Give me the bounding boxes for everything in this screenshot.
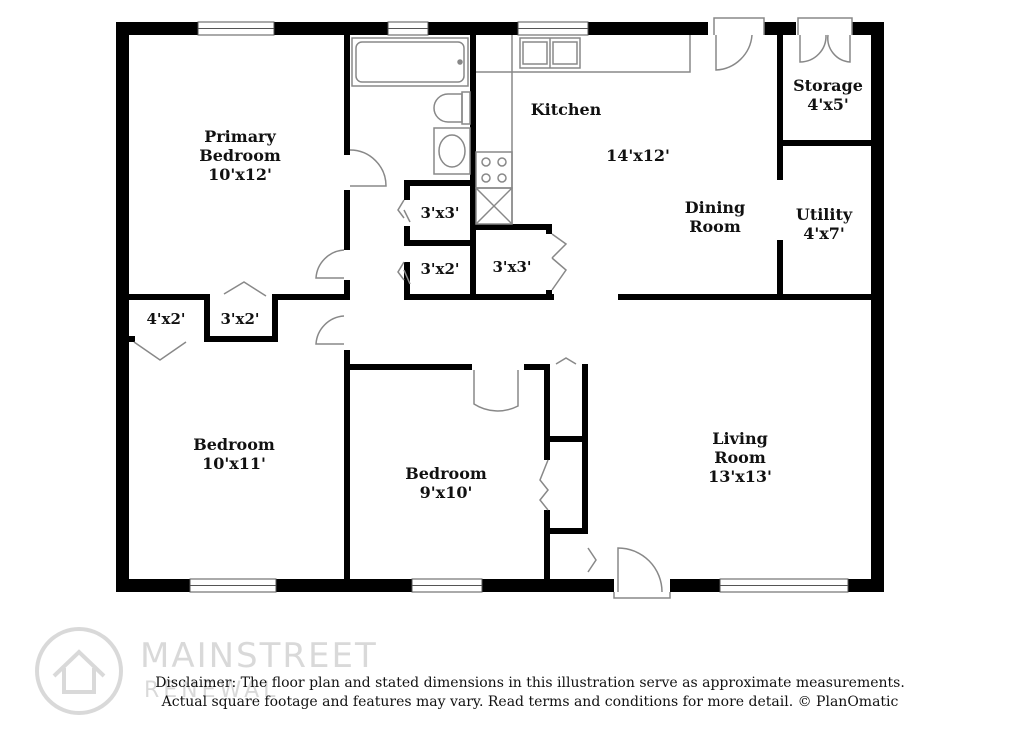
room-name-dining-2: Room [689,217,741,236]
door-bedroom-center [473,370,519,412]
room-name-bedroom-left: Bedroom [193,435,275,454]
fridge-icon [475,187,513,225]
closet-size-bedroom-a: 4'x2' [146,310,185,328]
disclaimer: Disclaimer: The floor plan and stated di… [150,674,910,712]
closet-doors-hall-upper [397,199,411,223]
watermark-sub: RENEWAL [144,678,280,703]
closet-size-hall-upper: 3'x3' [420,204,459,222]
room-size-bedroom-left: 10'x11' [202,454,266,473]
sink-icon [433,127,471,175]
windows [189,21,852,593]
room-name-living-1: Living [712,429,768,448]
closet-doors-pantry [551,233,568,291]
closet-size-hall-lower: 3'x2' [420,260,459,278]
door-gap-front [614,579,670,592]
room-name-kitchen: Kitchen [531,100,602,119]
door-bath [349,149,387,187]
door-storage [797,17,853,63]
door-bedroom-left [315,315,345,345]
disclaimer-line-1: Disclaimer: The floor plan and stated di… [155,675,905,691]
kitchen-fixtures [475,35,691,225]
closet-doors-hall-lower [397,261,411,285]
window-bath [387,21,429,36]
interior-walls [129,35,871,579]
room-name-living-2: Room [714,448,766,467]
closet-doors-bedroom-a [133,341,187,361]
house-logo-icon [35,627,123,715]
closet-doors-hall-right [555,357,597,573]
room-size-storage: 4'x5' [807,95,849,114]
disclaimer-line-2: Actual square footage and features may v… [161,694,899,710]
watermark-brand: MAINSTREET [140,636,378,676]
counter-icon [511,35,691,73]
window-bedroom-left [189,578,277,593]
door-primary [315,249,345,279]
closet-doors-bedroom-b [223,281,267,297]
room-name-primary-2: Bedroom [199,146,281,165]
toilet-icon [433,93,463,123]
window-primary [197,21,275,36]
room-size-kitchen: 14'x12' [606,146,670,165]
room-size-primary: 10'x12' [208,165,272,184]
window-bedroom-center [411,578,483,593]
room-size-utility: 4'x7' [803,224,845,243]
room-size-living: 13'x13' [708,467,772,486]
closet-size-bedroom-b: 3'x2' [220,310,259,328]
room-name-storage: Storage [793,76,863,95]
room-labels: Primary Bedroom 10'x12' Kitchen 14'x12' … [146,76,862,502]
mainstreet-watermark: MAINSTREET RENEWAL [34,626,414,716]
window-kitchen [517,21,589,36]
room-name-dining-1: Dining [685,198,745,217]
door-gap-storage [796,22,852,35]
room-size-bedroom-center: 9'x10' [420,483,473,502]
door-gap-kitchen [708,22,764,35]
door-kitchen-exterior [713,17,765,71]
room-name-utility: Utility [796,205,853,224]
door-front [613,547,671,599]
bathroom-fixtures [351,37,471,175]
bathtub-icon [351,37,469,87]
window-living [719,578,849,593]
room-name-bedroom-center: Bedroom [405,464,487,483]
doors [133,17,853,599]
room-name-primary-1: Primary [204,127,276,146]
closet-size-pantry: 3'x3' [492,258,531,276]
closet-doors-center [539,459,549,511]
outer-walls [116,22,884,592]
stove-icon [475,151,513,189]
